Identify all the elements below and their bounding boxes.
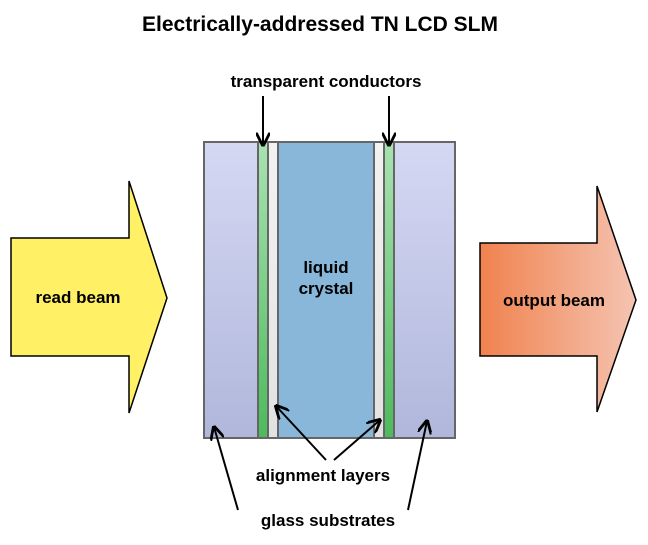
glass-arrow-right (407, 421, 427, 511)
right-glass-substrate (393, 141, 456, 439)
alignment-layers-label: alignment layers (256, 466, 390, 485)
liquid-crystal-label-line2: crystal (299, 279, 354, 298)
output-beam-arrow (479, 185, 637, 413)
left-glass-substrate (203, 141, 259, 439)
transparent-conductors-label: transparent conductors (231, 72, 422, 91)
alignment-arrow-right (333, 420, 380, 461)
output-beam-label: output beam (503, 291, 605, 310)
read-beam-arrow (10, 180, 168, 414)
liquid-crystal-layer (277, 141, 375, 439)
right-transparent-conductor (383, 141, 395, 439)
glass-substrates-label: glass substrates (261, 511, 395, 530)
left-transparent-conductor (257, 141, 269, 439)
diagram-title: Electrically-addressed TN LCD SLM (142, 13, 498, 36)
left-alignment-layer (267, 141, 279, 439)
glass-arrow-left (214, 427, 239, 511)
alignment-arrow-left (276, 406, 327, 461)
read-beam-label: read beam (35, 288, 120, 307)
liquid-crystal-label-line1: liquid (303, 258, 348, 277)
lcd-cell (203, 141, 456, 439)
right-alignment-layer (373, 141, 385, 439)
